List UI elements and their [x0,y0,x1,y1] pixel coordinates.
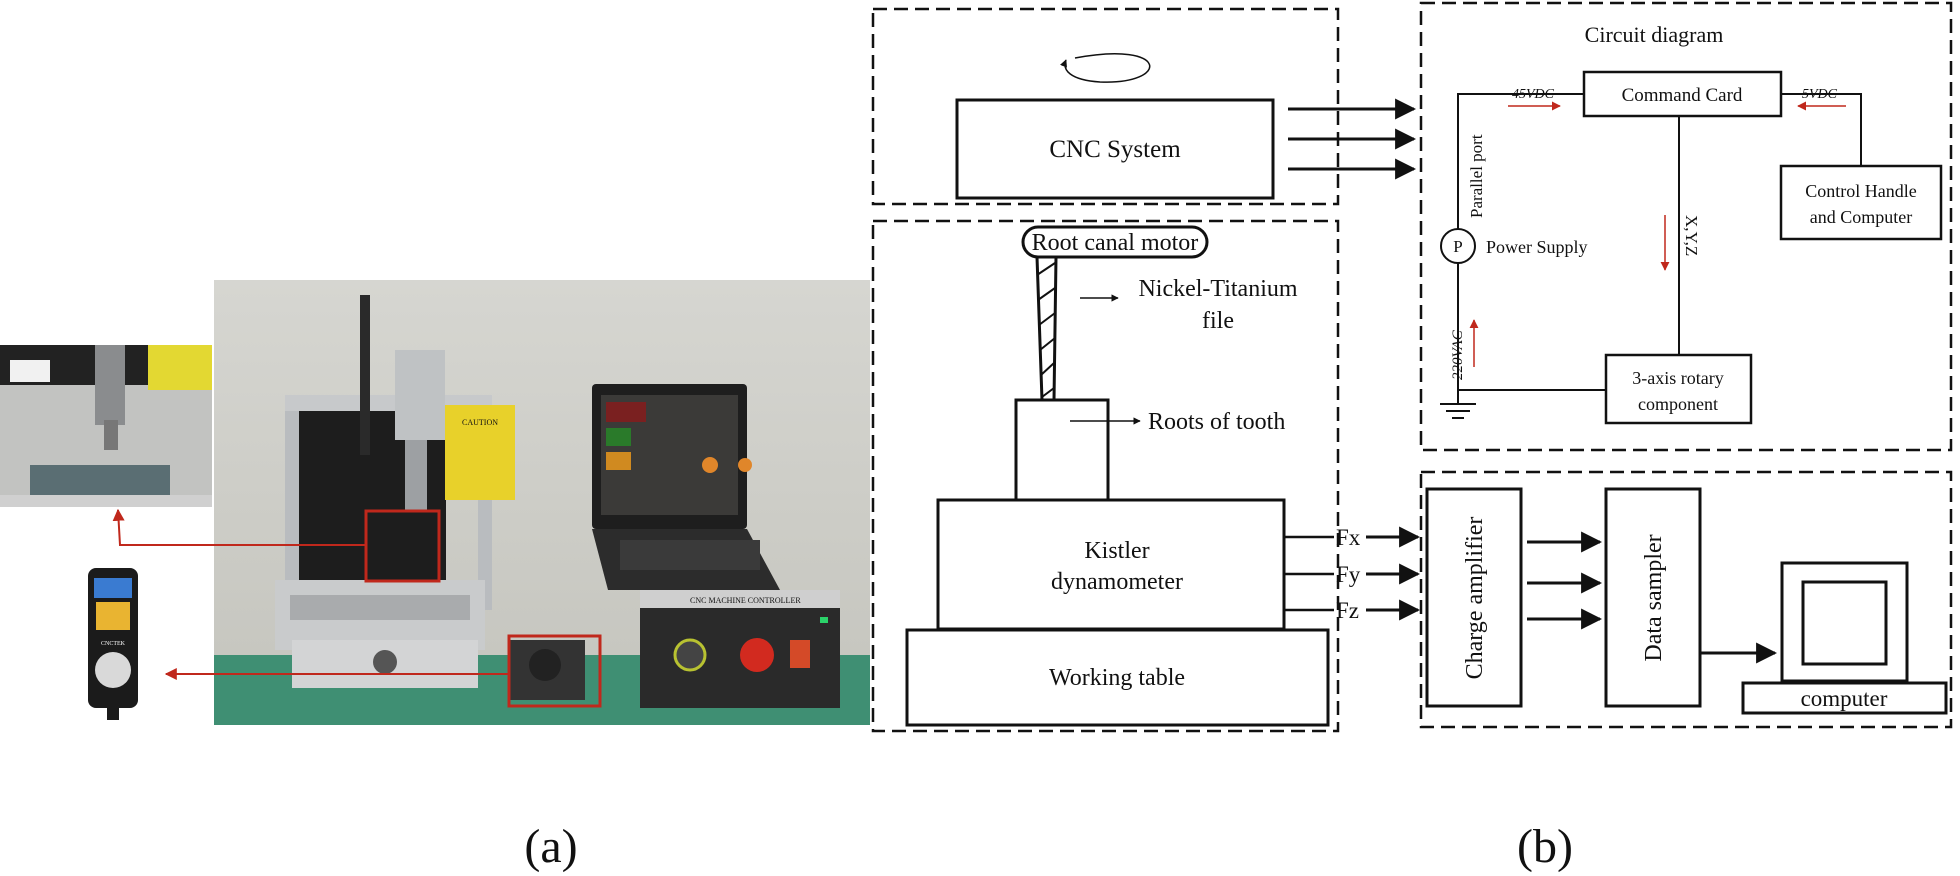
motor-highlight [507,634,602,708]
tooth-box [1014,398,1110,502]
force-fz-label: Fz [1336,598,1359,623]
force-fx-label: Fx [1336,525,1361,550]
command-card-label: Command Card [1622,85,1743,106]
computer-monitor-outer [1780,561,1909,683]
block-diagram [871,1,1953,733]
acquisition-frame [1419,470,1953,729]
handwheel-pendant: CNCTEK [88,568,138,720]
root-canal-motor-label: Root canal motor [1032,230,1199,256]
power-supply-label: Power Supply [1486,237,1588,257]
inset-photo [0,345,212,507]
control-handle-box [1779,164,1943,241]
voltage-45-label: 45VDC [1512,87,1555,102]
rotary-label-1: 3-axis rotary [1632,368,1723,388]
charge-amplifier-label: Charge amplifier [1462,517,1488,680]
ac-220-label: 220VAC [1450,329,1466,380]
working-table-box [905,628,1330,727]
parallel-port-label: Parallel port [1467,134,1486,218]
pendant-brand: CNCTEK [101,641,126,647]
cnc-machine: CAUTION [275,295,602,708]
circuit-title: Circuit diagram [1585,22,1724,47]
force-fy-label: Fy [1336,562,1361,587]
voltage-5-label: 5VDC [1802,87,1838,102]
cnc-system-box [955,98,1275,200]
computer-base [1741,681,1948,715]
rotary-component-box [1604,353,1753,425]
data-sampler-label: Data sampler [1641,534,1667,661]
cnc-system-label: CNC System [1049,136,1181,163]
caution-label [445,405,515,500]
controller-box: CNC MACHINE CONTROLLER [640,590,840,708]
root-canal-motor-box [1021,225,1209,259]
niti-file-label-2: file [1202,308,1234,334]
computer-monitor-inner [1801,580,1888,666]
roots-of-tooth-label: Roots of tooth [1148,409,1285,435]
rotary-label-2: component [1638,394,1718,414]
photo-panel: CAUTION [0,280,870,725]
test-rig-frame [871,219,1340,733]
computer-label: computer [1801,686,1888,711]
parallel-port-wire [1457,93,1584,229]
controller-brand: CNC MACHINE CONTROLLER [690,596,801,605]
control-wire [1781,93,1862,166]
laptop [592,384,780,590]
control-handle-label-1: Control Handle [1805,181,1916,201]
caution-text: CAUTION [462,418,498,427]
dynamometer-label-2: dynamometer [1051,569,1183,595]
dynamometer-label-1: Kistler [1084,538,1149,564]
caption-a: (a) [524,820,577,873]
working-table-label: Working table [1049,665,1185,691]
control-handle-label-2: and Computer [1810,207,1912,227]
rotation-arrow [1060,53,1151,83]
niti-file [1035,255,1058,402]
charge-amplifier-box [1425,487,1523,708]
circuit-frame [1419,1,1953,452]
niti-file-label-1: Nickel-Titanium [1138,276,1297,302]
caption-b: (b) [1517,820,1573,873]
data-sampler-box [1604,487,1702,708]
dynamometer-box [936,498,1286,631]
inset-link-arrow [112,508,366,546]
cnc-frame [871,7,1340,206]
xyz-label: X,Y,Z [1682,215,1701,256]
power-symbol-label: P [1453,237,1462,256]
